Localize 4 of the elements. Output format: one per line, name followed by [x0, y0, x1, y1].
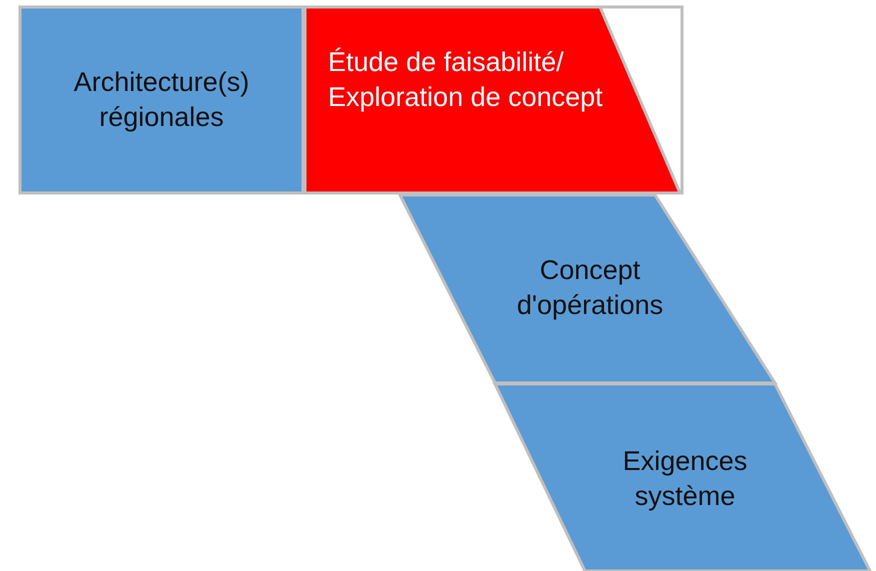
- node-label: Architecture(s) régionales: [72, 66, 250, 134]
- node-label: Exigences système: [622, 445, 748, 513]
- node-label: Concept d'opérations: [516, 254, 664, 322]
- node-label: Étude de faisabilité/ Exploration de concept: [328, 46, 604, 114]
